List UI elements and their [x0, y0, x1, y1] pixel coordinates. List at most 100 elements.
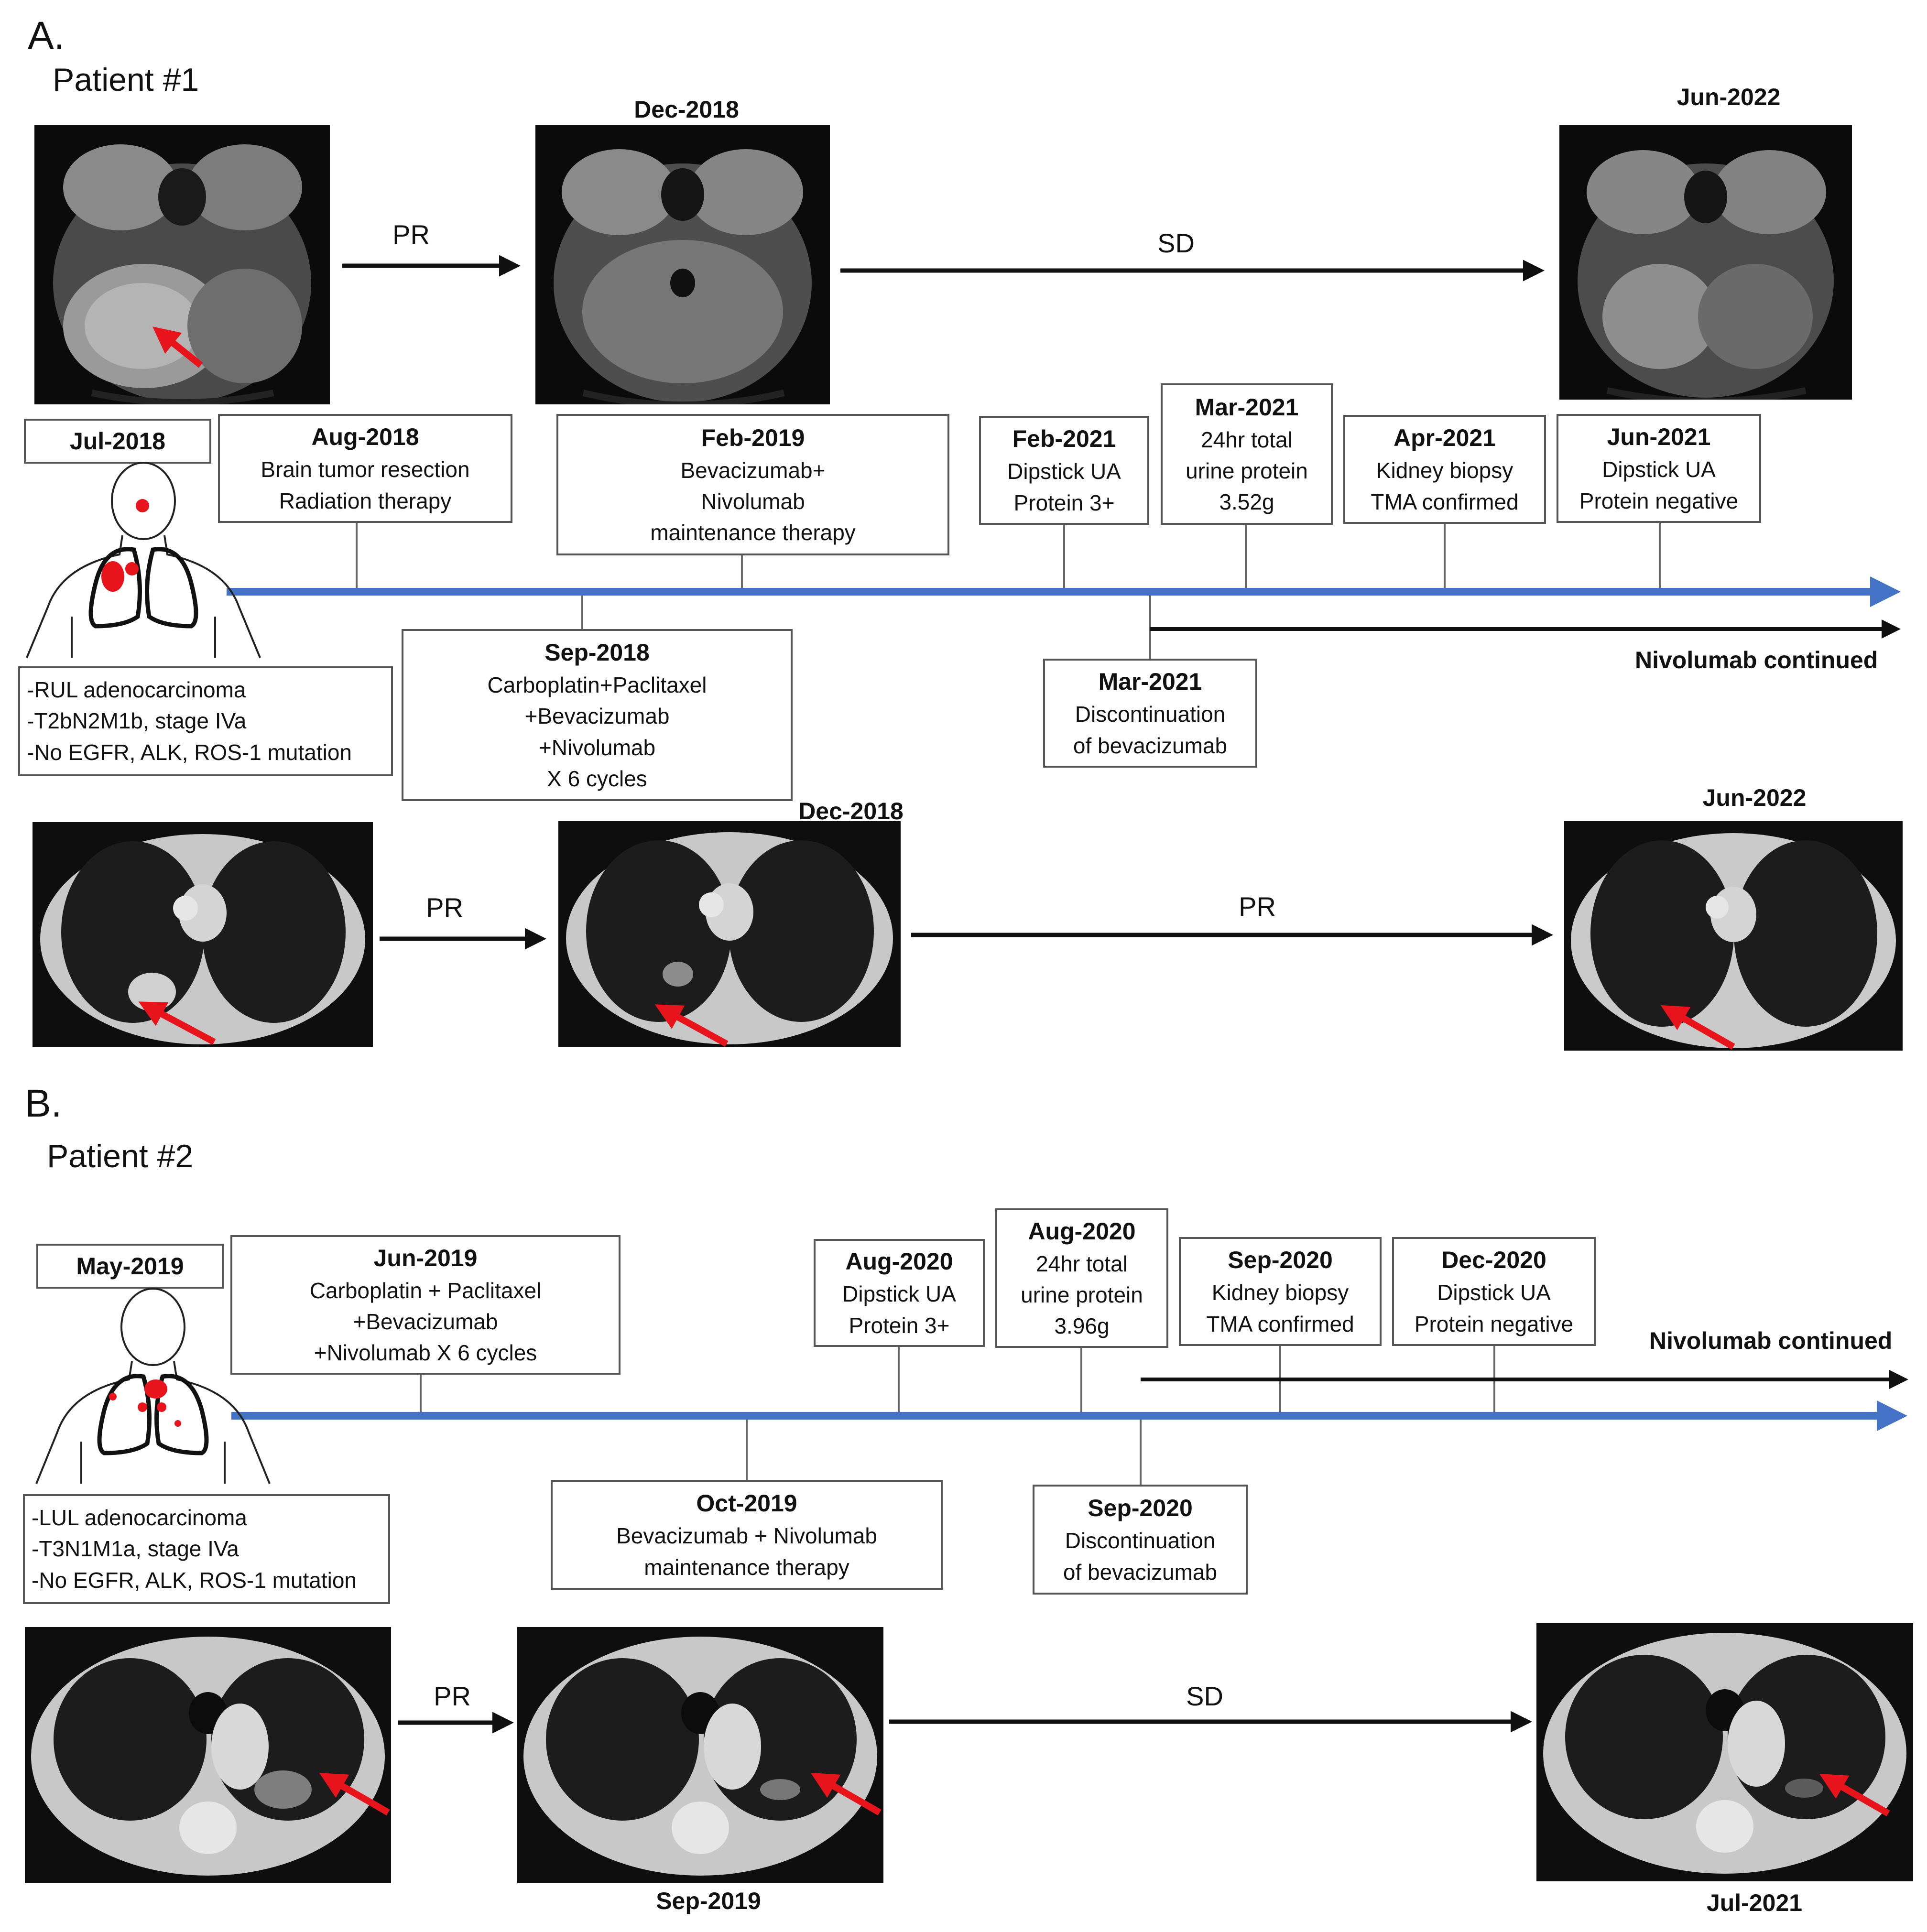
event-line: TMA confirmed — [1206, 1311, 1354, 1336]
ct-a-baseline-image — [33, 822, 373, 1047]
ct-b-lesion-pointer-3 — [1819, 1774, 1890, 1817]
ct-b-date-sep-2019: Sep-2019 — [656, 1888, 761, 1914]
ct-b-sep-2019-image — [517, 1627, 883, 1883]
event-title: Jun-2021 — [1607, 423, 1711, 451]
timeline-a-nivolumab-continued: Nivolumab continued — [1635, 647, 1878, 673]
event-line: 24hr total — [1036, 1251, 1128, 1276]
event-line: of bevacizumab — [1073, 733, 1228, 758]
event-title: Aug-2018 — [311, 423, 419, 451]
event-line: maintenance therapy — [650, 520, 856, 545]
event-line: Dipstick UA — [1007, 459, 1121, 484]
ct-a-response-pr: PR — [426, 892, 463, 923]
timeline-b-event-oct-2019: Oct-2019 Bevacizumab + Nivolumab mainten… — [551, 1480, 943, 1590]
ct-b-baseline-image — [25, 1627, 391, 1883]
ct-b-lesion-pointer-1 — [319, 1773, 390, 1816]
patient-info-line: -T3N1M1a, stage IVa — [32, 1536, 239, 1562]
event-line: +Nivolumab — [538, 735, 656, 760]
patient-info-line: -T2bN2M1b, stage IVa — [27, 708, 247, 734]
event-title: Aug-2020 — [845, 1248, 953, 1275]
timeline-b-event-aug-2020-dipstick: Aug-2020 Dipstick UA Protein 3+ — [814, 1239, 985, 1347]
event-line: Dipstick UA — [1602, 457, 1716, 482]
mri-baseline-image — [34, 125, 330, 404]
patient-b-tumor-markers — [109, 1379, 181, 1427]
event-line: Bevacizumab+ — [680, 457, 826, 483]
event-line: Protein negative — [1414, 1311, 1574, 1336]
event-line: urine protein — [1021, 1282, 1143, 1307]
ct-a-lesion-pointer-1 — [138, 1001, 216, 1045]
timeline-a-event-feb-2019: Feb-2019 Bevacizumab+ Nivolumab maintena… — [556, 414, 949, 555]
ct-b-jul-2021-image — [1536, 1623, 1913, 1881]
timeline-b-start-date: May-2019 — [76, 1252, 184, 1280]
event-title: Jun-2019 — [373, 1244, 478, 1271]
event-line: X 6 cycles — [547, 766, 647, 791]
ct-a-date-dec-2018: Dec-2018 — [798, 798, 904, 825]
patient-b-info-box: -LUL adenocarcinoma -T3N1M1a, stage IVa … — [23, 1494, 390, 1604]
event-title: Dec-2020 — [1441, 1247, 1546, 1274]
event-line: Discontinuation — [1065, 1528, 1216, 1553]
event-line: +Bevacizumab — [353, 1309, 498, 1334]
event-line: Carboplatin + Paclitaxel — [309, 1278, 542, 1303]
event-line: Dipstick UA — [1437, 1280, 1551, 1305]
event-title: Mar-2021 — [1098, 668, 1202, 695]
timeline-a-event-sep-2018: Sep-2018 Carboplatin+Paclitaxel +Bevaciz… — [402, 629, 793, 801]
ct-a-dec-2018-image — [558, 821, 901, 1047]
ct-b-date-jul-2021: Jul-2021 — [1706, 1889, 1803, 1916]
event-line: Discontinuation — [1075, 702, 1226, 727]
event-line: Carboplatin+Paclitaxel — [487, 672, 707, 697]
timeline-b-event-sep-2020-discontinue: Sep-2020 Discontinuation of bevacizumab — [1033, 1485, 1248, 1595]
event-line: Protein 3+ — [1013, 490, 1115, 515]
event-line: Kidney biopsy — [1376, 458, 1513, 483]
timeline-a-event-mar-2021-discontinue: Mar-2021 Discontinuation of bevacizumab — [1043, 659, 1257, 768]
event-title: Feb-2021 — [1012, 425, 1116, 453]
event-line: Kidney biopsy — [1211, 1280, 1349, 1305]
timeline-b-event-sep-2020-biopsy: Sep-2020 Kidney biopsy TMA confirmed — [1179, 1237, 1382, 1346]
panel-b-patient-title: Patient #2 — [47, 1138, 194, 1174]
ct-a-lesion-pointer-2 — [654, 1004, 729, 1047]
timeline-a-start-box: Jul-2018 — [24, 419, 211, 464]
event-line: +Bevacizumab — [524, 704, 670, 729]
mri-response-sd: SD — [1157, 228, 1195, 258]
mri-jun-2022-image — [1559, 125, 1852, 400]
event-line: Bevacizumab + Nivolumab — [616, 1523, 877, 1549]
mri-dec-2018-image — [535, 125, 830, 404]
event-line: Brain tumor resection — [261, 457, 470, 482]
ct-a-lesion-pointer-3 — [1660, 1005, 1735, 1050]
event-title: Apr-2021 — [1394, 424, 1496, 452]
ct-b-response-pr: PR — [434, 1681, 471, 1711]
panel-a-letter: A. — [28, 14, 65, 57]
mri-date-dec-2018: Dec-2018 — [634, 96, 739, 123]
event-title: Sep-2020 — [1228, 1247, 1333, 1274]
patient-info-line: -No EGFR, ALK, ROS-1 mutation — [32, 1567, 357, 1593]
event-line: Protein negative — [1579, 488, 1739, 513]
patient-a-info-box: -RUL adenocarcinoma -T2bN2M1b, stage IVa… — [18, 666, 393, 776]
patient-a-tumor-markers — [101, 499, 149, 592]
mri-response-pr: PR — [392, 219, 430, 250]
event-title: Aug-2020 — [1028, 1217, 1136, 1245]
patient-b-lungs — [97, 1374, 209, 1455]
patient-a-body-outline — [26, 462, 261, 658]
event-line: maintenance therapy — [644, 1554, 849, 1580]
event-line: +Nivolumab X 6 cycles — [314, 1340, 537, 1366]
event-title: Sep-2018 — [544, 639, 650, 666]
event-title: Sep-2020 — [1088, 1495, 1193, 1522]
ct-a-date-jun-2022: Jun-2022 — [1702, 784, 1807, 811]
timeline-b-start-box: May-2019 — [36, 1244, 224, 1289]
timeline-a-event-aug-2018: Aug-2018 Brain tumor resection Radiation… — [218, 414, 512, 523]
patient-info-line: -No EGFR, ALK, ROS-1 mutation — [27, 739, 352, 765]
timeline-b-nivolumab-continued: Nivolumab continued — [1649, 1327, 1893, 1354]
timeline-b-event-jun-2019: Jun-2019 Carboplatin + Paclitaxel +Bevac… — [230, 1235, 621, 1375]
event-title: Mar-2021 — [1195, 393, 1299, 421]
timeline-a-ticks — [356, 523, 1661, 659]
timeline-b-event-dec-2020: Dec-2020 Dipstick UA Protein negative — [1392, 1237, 1596, 1346]
patient-info-line: -LUL adenocarcinoma — [32, 1505, 247, 1530]
timeline-a-event-jun-2021: Jun-2021 Dipstick UA Protein negative — [1557, 414, 1761, 523]
timeline-a-event-apr-2021: Apr-2021 Kidney biopsy TMA confirmed — [1343, 415, 1546, 524]
event-title: Oct-2019 — [696, 1490, 797, 1517]
timeline-a-event-mar-2021-protein: Mar-2021 24hr total urine protein 3.52g — [1161, 383, 1333, 525]
timeline-a-start-date: Jul-2018 — [69, 427, 166, 455]
event-line: 3.52g — [1219, 489, 1274, 515]
event-line: of bevacizumab — [1063, 1559, 1218, 1585]
ct-a-response-pr-2: PR — [1239, 891, 1276, 922]
event-line: Dipstick UA — [842, 1281, 956, 1307]
